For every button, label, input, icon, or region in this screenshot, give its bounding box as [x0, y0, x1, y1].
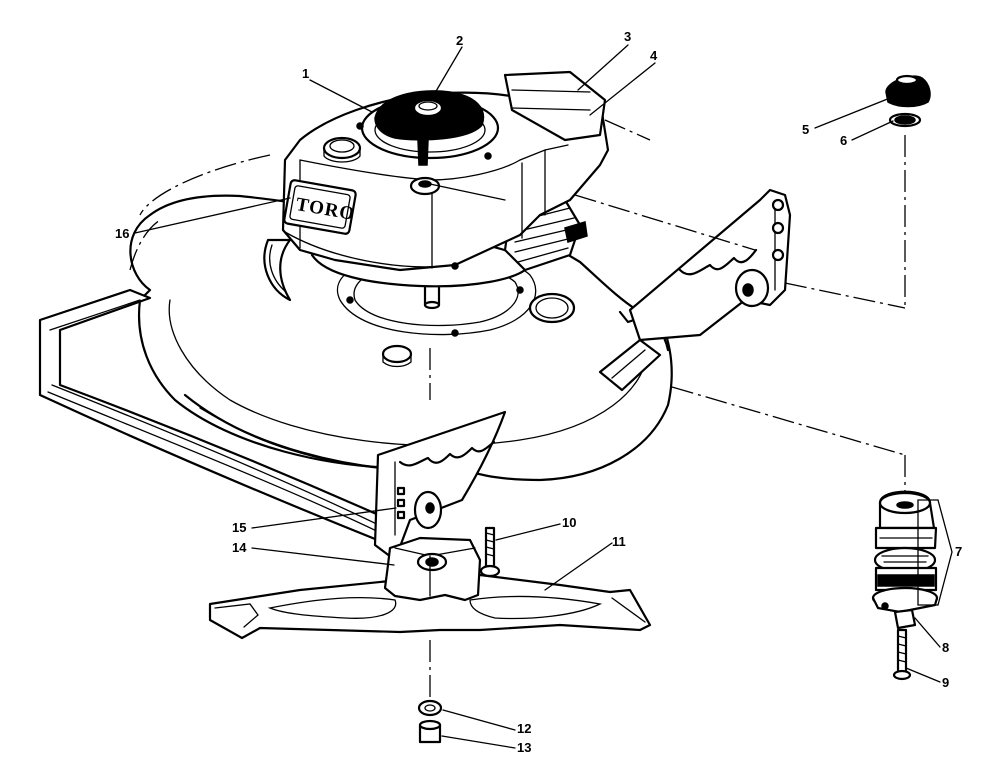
callout-16: 16: [115, 226, 129, 241]
rear-height-adjuster: [628, 188, 792, 342]
callout-8: 8: [942, 640, 949, 655]
bolt-10: [479, 526, 501, 578]
screen-6: [888, 112, 922, 128]
handle-bracket-left: [38, 288, 392, 547]
callout-2: 2: [456, 33, 463, 48]
callout-4: 4: [650, 48, 658, 63]
callout-5: 5: [802, 122, 809, 137]
washer-12: [417, 699, 443, 717]
engine: TORO: [281, 70, 610, 310]
blade-adapter: [383, 536, 482, 602]
callout-13: 13: [517, 740, 531, 755]
callout-12: 12: [517, 721, 531, 736]
bolt-13: [418, 719, 442, 744]
callout-11: 11: [612, 534, 626, 549]
bolt-9: [892, 628, 912, 681]
callout-1: 1: [302, 66, 309, 81]
assembly-lines: [429, 119, 906, 698]
callout-15: 15: [232, 520, 246, 535]
leader-lines: [134, 44, 953, 749]
callouts: 1 2 3 4 5 6 7 8 9 10 11 12 13 14 15 16: [115, 29, 962, 755]
callout-7: 7: [955, 544, 962, 559]
spacer-8: [893, 608, 917, 630]
toro-logo-plate: [283, 179, 357, 235]
wheel-assembly: [871, 490, 939, 614]
callout-3: 3: [624, 29, 631, 44]
front-height-adjuster: [373, 410, 507, 562]
callout-14: 14: [232, 540, 247, 555]
callout-9: 9: [942, 675, 949, 690]
callout-6: 6: [840, 133, 847, 148]
mower-blade: [208, 573, 652, 640]
callout-10: 10: [562, 515, 576, 530]
cap-5: [885, 74, 931, 108]
